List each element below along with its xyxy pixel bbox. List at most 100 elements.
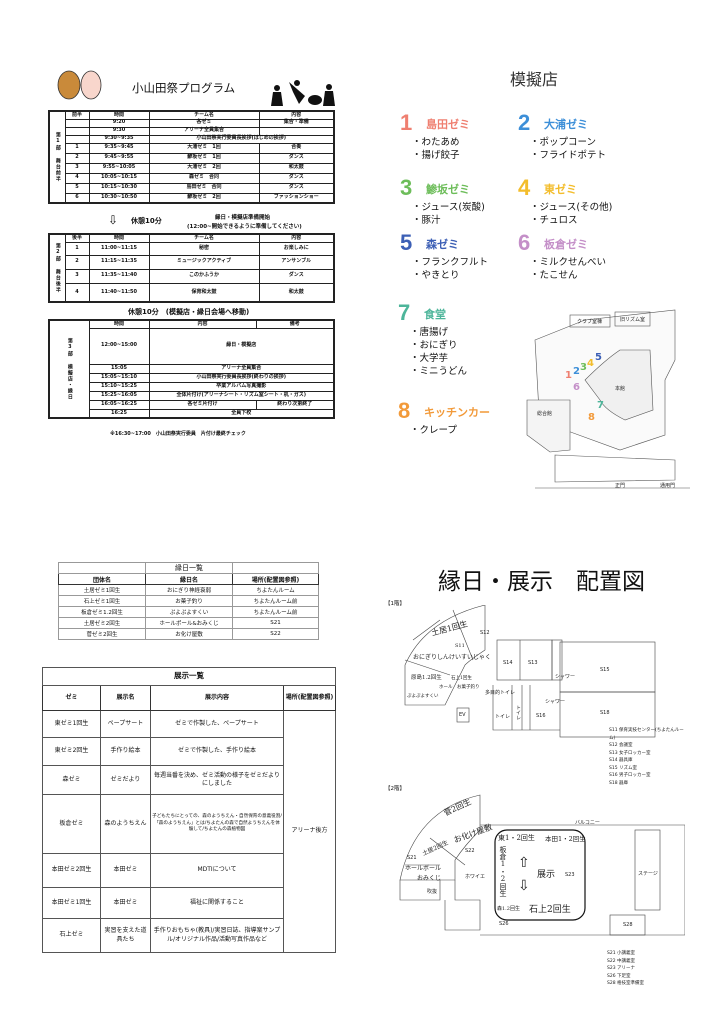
exhibit-content-cell: ゼミで作製した、ペープサート	[150, 710, 284, 738]
handwritten-label: S11	[455, 643, 465, 649]
order-cell: 5	[64, 182, 90, 194]
time-cell: 16:25	[88, 408, 150, 419]
map-label-gate: 正門	[615, 483, 626, 489]
column-header: 備考	[255, 319, 335, 329]
stall-item: ・ポップコーン	[530, 137, 597, 148]
exhibit-name-cell: ゼミだより	[100, 765, 151, 795]
stall-item: ・チュロス	[530, 215, 578, 226]
column-header: 展示名	[100, 685, 151, 711]
stall-name: 島田ゼミ	[426, 118, 470, 131]
stall-name: 東ゼミ	[544, 183, 577, 196]
stall-item: ・ジュース(その他)	[530, 202, 613, 213]
time-cell: 12:00~15:00	[88, 327, 150, 365]
stall-name: 森ゼミ	[426, 238, 459, 251]
column-header: 後半	[64, 233, 90, 243]
room-fukinuke: 吹抜	[427, 889, 438, 895]
stall-2: 2 大浦ゼミ・ポップコーン・フライドポテト	[518, 110, 628, 180]
team-cell: 大浦ゼミ 2回	[148, 162, 260, 174]
column-header: 場所(配置図参照)	[283, 685, 336, 711]
handwritten-label: おにぎりしんけいすいじゃく	[413, 654, 492, 661]
handwritten-label: 東1・2回生	[498, 834, 535, 842]
stall-item: ・フライドポテト	[530, 150, 607, 161]
content-cell: お楽しみに	[258, 241, 335, 256]
handwritten-label: 森1.2回生	[497, 906, 520, 912]
stall-number: 6	[518, 230, 531, 255]
map-label-main: 本館	[615, 386, 626, 392]
handwritten-label: 展示	[537, 870, 556, 880]
ennichi-name-cell: おにぎり神経衰弱	[145, 584, 233, 596]
stall-items: ・ポップコーン・フライドポテト	[530, 136, 606, 162]
room-s13: S13	[528, 660, 538, 666]
mogiten-title: 模擬店	[510, 70, 559, 89]
room-shower-1: シャワー	[555, 674, 576, 680]
stall-items: ・唐揚げ・おにぎり・大学芋・ミニうどん	[410, 326, 467, 378]
handwritten-label: お菓子釣り	[457, 685, 480, 690]
place-cell: ちよたんルーム	[232, 584, 319, 596]
seminar-cell: 東ゼミ1回生	[42, 710, 101, 738]
time-cell: 10:15~10:30	[88, 182, 150, 194]
map-label-gym: 総合館	[537, 411, 553, 417]
handwritten-label: おみくじ	[417, 875, 442, 882]
order-cell: 1	[64, 241, 90, 256]
band-silhouette-illustration	[265, 78, 337, 108]
stall-name: 食堂	[424, 308, 446, 321]
header-row: ゼミ展示名展示内容場所(配置図参照)	[42, 685, 336, 711]
order-cell: 4	[64, 172, 90, 184]
group-cell: 石上ゼミ1回生	[58, 595, 146, 607]
room-s22: S22	[465, 848, 475, 854]
ennichi-name-cell: お化け屋敷	[145, 628, 233, 640]
content-cell: 縁日・模擬店	[148, 327, 335, 365]
stall-item: ・唐揚げ	[410, 327, 449, 338]
column-header: チーム名	[148, 110, 260, 120]
time-cell: 9:20	[88, 118, 150, 128]
exhibit-content-cell: 毎週当番を決め、ゼミ活動の様子をゼミだよりにしました	[150, 765, 284, 795]
handwritten-label: 石上1回生	[451, 676, 472, 681]
team-cell: 大浦ゼミ 1回	[148, 142, 260, 154]
table-row: 東ゼミ2回生手作り絵本ゼミで作製した、手作り絵本	[42, 737, 336, 766]
place-cell: ちよたんルーム前	[232, 595, 319, 607]
table-row: 本田ゼミ1回生本田ゼミ福祉に関係すること	[42, 887, 336, 919]
stall-number: 8	[398, 398, 411, 423]
time-cell: 15:10~15:25	[88, 381, 150, 392]
order-cell: 6	[64, 192, 90, 204]
seminar-cell: 東ゼミ2回生	[42, 737, 101, 766]
legend-item: S11 保育実技センター(ちよたんルーム)	[609, 728, 684, 741]
legend-item: S18 器庫	[609, 780, 629, 786]
content-cell: ダンス	[258, 152, 335, 164]
map-label-club: クラブ室棟	[577, 319, 603, 325]
order-cell: 2	[64, 254, 90, 270]
map-stall-number: 3	[580, 362, 587, 373]
stall-number: 7	[398, 300, 411, 325]
team-cell: 各ゼミ	[148, 118, 260, 128]
map-stall-number: 8	[588, 412, 595, 423]
ennichi-name-cell: お菓子釣り	[145, 595, 233, 607]
map-stall-number: 4	[587, 358, 594, 369]
stall-name: 大浦ゼミ	[544, 118, 588, 131]
legend-item: S28 格技室準備室	[607, 981, 645, 986]
stall-item: ・揚げ餃子	[412, 150, 460, 161]
stall-number: 2	[518, 110, 531, 135]
room-s15: S15	[600, 667, 610, 673]
content-cell: アリーナ全員集合	[148, 363, 335, 374]
remarks-cell: 終わり次第終了	[255, 399, 335, 410]
table-row: 石上ゼミ実習を支えた道具たち手作りおもちゃ(教具)/実習日誌、指導案サンプル/オ…	[42, 918, 336, 953]
team-cell: アリーナ全員集合	[148, 126, 260, 136]
team-cell: 小山田祭実行委員長挨拶(はじめの挨拶)	[148, 134, 335, 144]
handwritten-label: ぷよぷよすくい	[407, 694, 439, 699]
stall-number: 3	[400, 175, 413, 200]
legend-item: S14 器具庫	[609, 758, 633, 763]
header-row: 第3部 模擬店・縁日時間内容備考	[48, 319, 335, 419]
table-row: 東ゼミ1回生ペープサートゼミで作製した、ペープサートアリーナ後方	[42, 710, 336, 953]
seminar-cell: 石上ゼミ	[42, 918, 101, 953]
content-cell	[258, 126, 335, 136]
ennichi-table: 縁日一覧団体名縁日名場所(配置図参照)土居ゼミ1回生おにぎり神経衰弱ちよたんルー…	[58, 562, 319, 640]
